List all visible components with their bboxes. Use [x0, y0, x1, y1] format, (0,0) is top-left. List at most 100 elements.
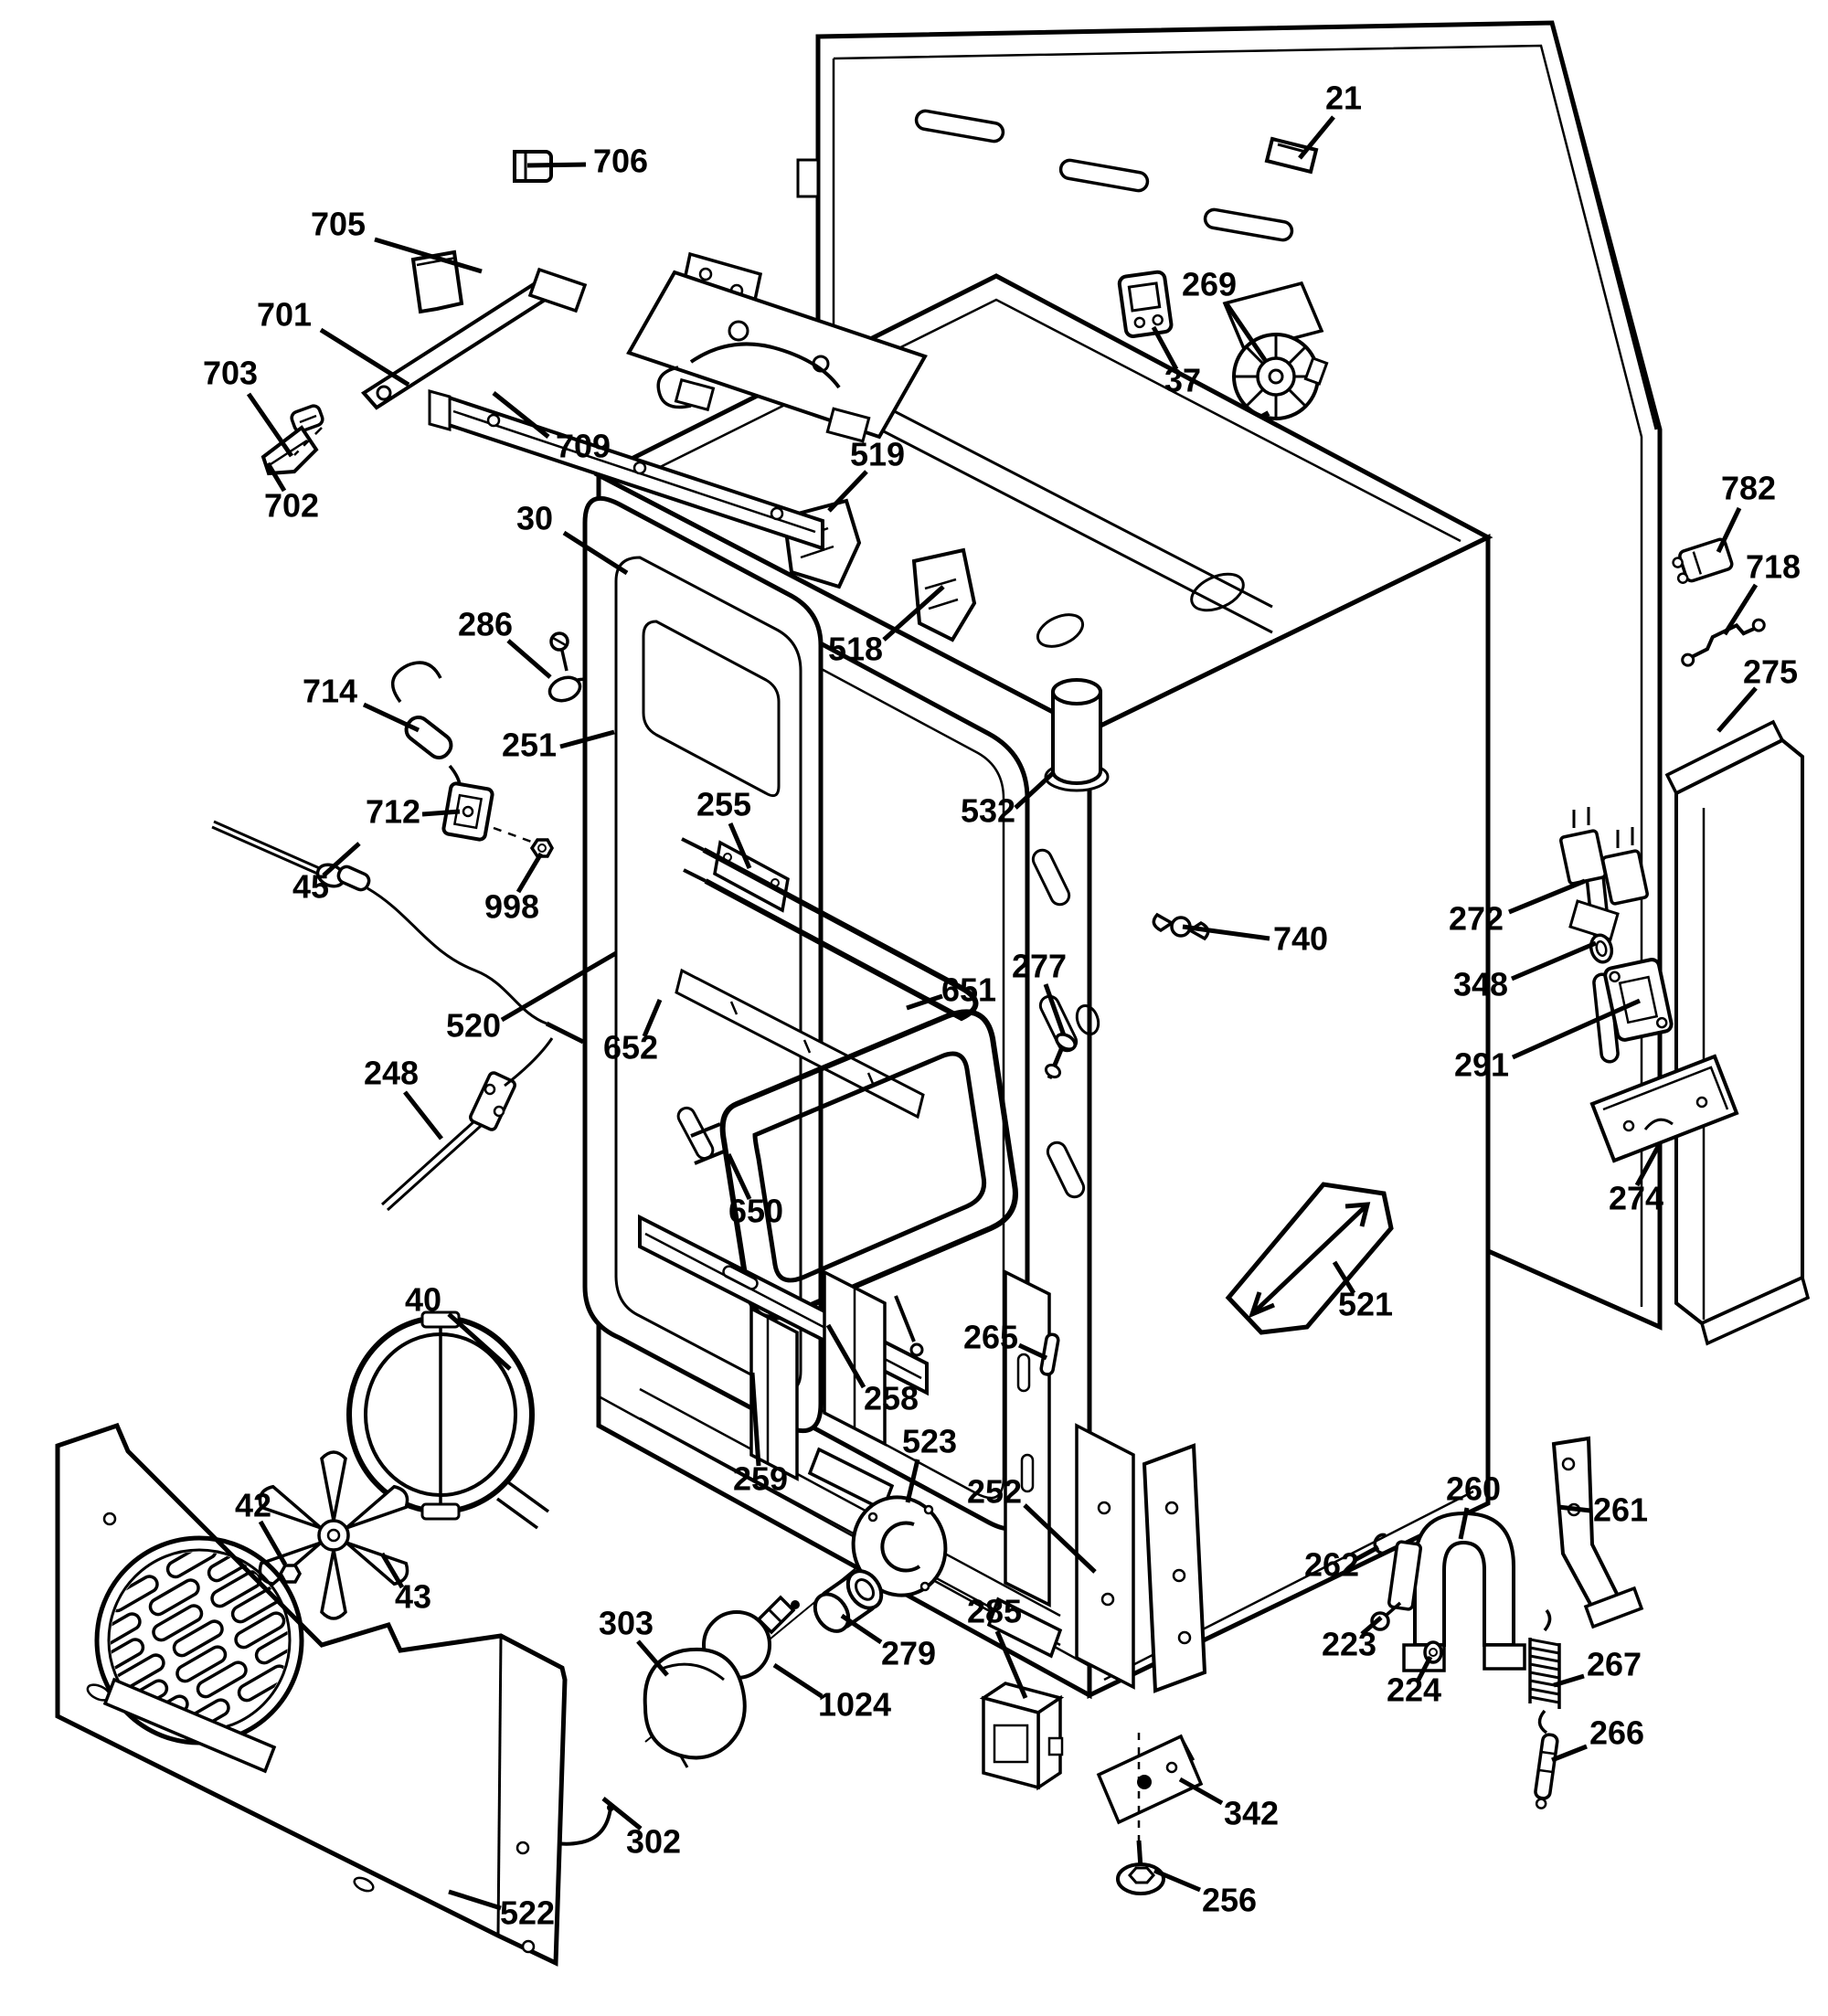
part-label-223: 223 — [1322, 1626, 1376, 1663]
convection-motor — [1198, 281, 1329, 455]
front-top-rail — [428, 389, 824, 551]
part-label-650: 650 — [728, 1193, 783, 1230]
part-number-labels: 7067057017037027093028671425171245998519… — [203, 80, 1801, 1932]
part-label-651: 651 — [941, 971, 996, 1009]
support-bracket-274 — [1589, 1054, 1739, 1163]
part-label-782: 782 — [1721, 470, 1776, 507]
part-label-1024: 1024 — [818, 1686, 891, 1724]
part-label-272: 272 — [1449, 900, 1504, 938]
convection-element-40 — [346, 1310, 550, 1530]
leader-line-1024 — [772, 1662, 824, 1699]
part-label-523: 523 — [902, 1423, 957, 1460]
leader-line-21 — [1298, 115, 1335, 160]
switch-pair-272 — [1559, 807, 1649, 941]
leader-line-519 — [827, 470, 868, 513]
sensor-bracket-248 — [380, 1037, 554, 1212]
part-label-255: 255 — [696, 786, 751, 823]
leader-line-714 — [362, 702, 420, 733]
leader-line-706 — [526, 162, 587, 168]
leader-line-30 — [562, 530, 629, 576]
part-label-652: 652 — [603, 1029, 658, 1066]
leader-line-709 — [492, 391, 550, 439]
leader-line-712 — [421, 809, 461, 817]
leader-line-532 — [1014, 771, 1055, 810]
leader-line-522 — [448, 1889, 502, 1911]
part-label-291: 291 — [1454, 1046, 1509, 1084]
latch-screw-703 — [290, 404, 324, 433]
screw-223 — [1370, 1601, 1402, 1631]
part-label-342: 342 — [1224, 1795, 1279, 1832]
leader-line-260 — [1458, 1507, 1470, 1540]
part-label-21: 21 — [1325, 80, 1362, 117]
part-label-265: 265 — [963, 1319, 1018, 1356]
part-label-522: 522 — [500, 1894, 555, 1932]
side-trim-252 — [1142, 1443, 1207, 1693]
leader-line-261 — [1557, 1504, 1591, 1513]
leader-line-37 — [1151, 325, 1179, 371]
part-label-740: 740 — [1273, 920, 1328, 958]
part-label-520: 520 — [446, 1007, 501, 1045]
leader-line-258 — [825, 1323, 866, 1389]
part-label-258: 258 — [864, 1380, 919, 1417]
leader-line-523 — [905, 1459, 920, 1503]
leader-line-266 — [1551, 1744, 1588, 1763]
leader-line-40 — [447, 1312, 512, 1371]
part-label-261: 261 — [1593, 1491, 1648, 1529]
part-label-712: 712 — [366, 793, 420, 831]
leader-line-43 — [379, 1552, 405, 1589]
leader-line-256 — [1153, 1868, 1201, 1893]
part-label-705: 705 — [311, 206, 366, 243]
part-label-998: 998 — [484, 888, 539, 926]
leader-line-998 — [515, 852, 544, 894]
part-label-703: 703 — [203, 355, 258, 392]
part-label-274: 274 — [1609, 1180, 1663, 1217]
igniter-module — [1117, 270, 1174, 338]
part-label-279: 279 — [881, 1635, 936, 1672]
part-label-45: 45 — [292, 868, 329, 906]
leader-line-740 — [1182, 924, 1270, 941]
leader-line-269 — [1223, 301, 1268, 362]
leader-line-251 — [559, 729, 615, 749]
part-label-285: 285 — [967, 1593, 1022, 1630]
leader-lines — [246, 115, 1759, 1911]
leader-line-286 — [506, 639, 552, 679]
part-label-532: 532 — [961, 792, 1015, 830]
oven-vent-duct — [1044, 678, 1110, 792]
part-label-266: 266 — [1589, 1714, 1644, 1752]
lamp-lens-303 — [643, 1647, 747, 1768]
broil-element-support-652 — [675, 968, 925, 1119]
part-label-37: 37 — [1164, 362, 1201, 399]
leader-line-272 — [1508, 878, 1586, 915]
leader-line-520 — [500, 950, 618, 1023]
part-label-519: 519 — [850, 436, 905, 473]
bake-element-650 — [690, 1009, 1018, 1357]
rear-access-panel-522 — [55, 1422, 568, 1967]
rear-panel-clip-21 — [1264, 136, 1319, 175]
leader-line-701 — [319, 327, 410, 387]
leader-line-652 — [642, 999, 663, 1037]
part-label-43: 43 — [395, 1578, 431, 1616]
part-label-518: 518 — [828, 631, 883, 668]
leader-line-705 — [374, 237, 483, 274]
side-panel-arrow-521 — [1225, 1182, 1394, 1335]
ground-strap-718 — [1681, 618, 1766, 667]
side-filler-panel-275 — [1664, 719, 1811, 1346]
leader-line-348 — [1511, 940, 1597, 981]
fan-nut-42 — [278, 1564, 303, 1584]
part-label-248: 248 — [364, 1055, 419, 1092]
door-switch-stud — [1044, 1004, 1100, 1079]
leader-line-42 — [258, 1520, 288, 1566]
part-label-302: 302 — [626, 1823, 681, 1861]
part-label-709: 709 — [556, 428, 611, 465]
part-label-303: 303 — [599, 1605, 654, 1642]
lamp-receptacle-523 — [851, 1495, 948, 1597]
part-label-30: 30 — [516, 500, 553, 537]
cabinet-leg-channel — [1075, 1423, 1135, 1690]
part-label-42: 42 — [235, 1487, 271, 1524]
pin-265 — [1039, 1332, 1060, 1376]
leader-line-291 — [1511, 998, 1642, 1060]
leg-bracket-259 — [749, 1306, 799, 1481]
part-label-702: 702 — [264, 487, 319, 525]
part-label-259: 259 — [733, 1460, 788, 1498]
